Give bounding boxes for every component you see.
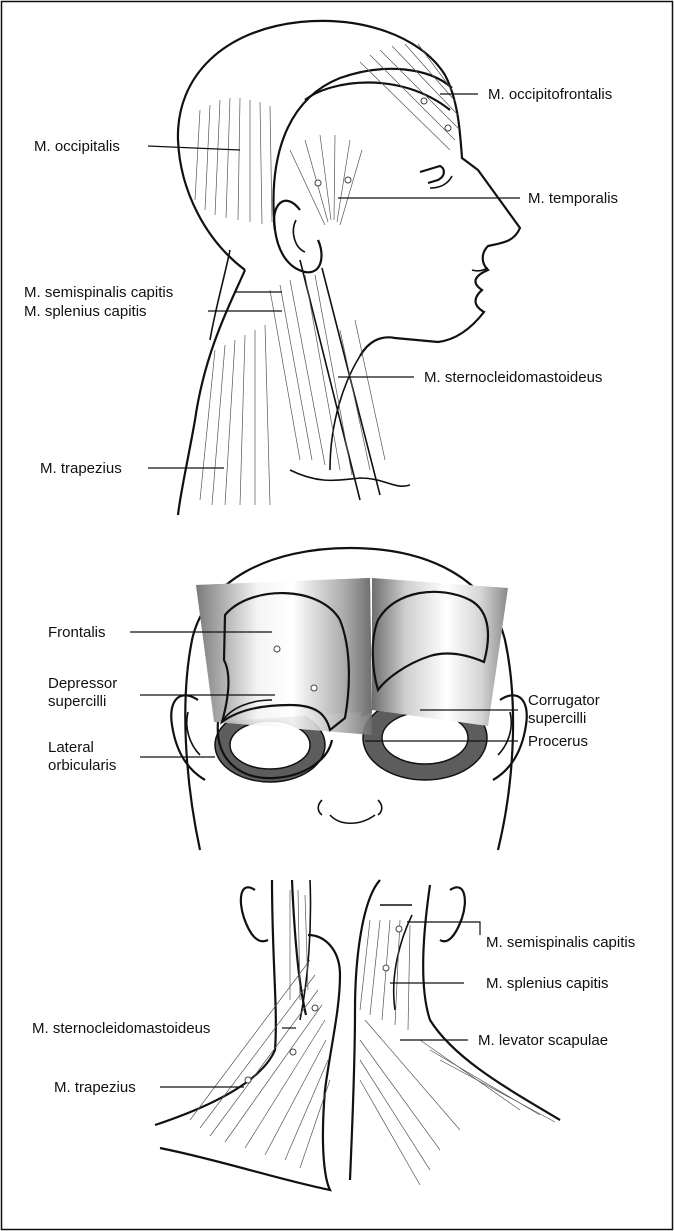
ear xyxy=(274,201,322,273)
label-semispinalis-capitis-2: M. semispinalis capitis xyxy=(486,934,635,951)
label-occipitofrontalis: M. occipitofrontalis xyxy=(488,86,612,103)
panel-lateral-head: M. occipitofrontalis M. occipitalis M. t… xyxy=(24,21,618,515)
back-left-ear xyxy=(241,887,268,941)
label-corrugator-1: Corrugator xyxy=(528,692,600,709)
panel-posterior-neck: M. semispinalis capitis M. splenius capi… xyxy=(32,880,635,1190)
label-splenius-capitis: M. splenius capitis xyxy=(24,303,147,320)
label-levator-scapulae: M. levator scapulae xyxy=(478,1032,608,1049)
label-depressor-1: Depressor xyxy=(48,675,117,692)
right-neck-outline xyxy=(350,880,380,1180)
nose xyxy=(318,800,382,823)
panel-frontal-face: Frontalis Depressor supercilli Lateral o… xyxy=(48,548,600,850)
label-semispinalis-capitis: M. semispinalis capitis xyxy=(24,284,173,301)
occipitalis-fibers xyxy=(195,98,272,224)
eye xyxy=(420,166,444,183)
label-trapezius: M. trapezius xyxy=(40,460,122,477)
left-neck-outline xyxy=(155,880,276,1125)
label-occipitalis: M. occipitalis xyxy=(34,138,120,155)
label-sternocleidomastoideus: M. sternocleidomastoideus xyxy=(424,369,602,386)
right-ear xyxy=(493,695,527,780)
label-sternocleidomastoideus-2: M. sternocleidomastoideus xyxy=(32,1020,210,1037)
left-neck-fibers xyxy=(190,890,330,1168)
occipitofrontalis-fibers xyxy=(360,44,458,150)
label-corrugator-2: supercilli xyxy=(528,710,586,727)
label-lateral-2: orbicularis xyxy=(48,757,116,774)
label-frontalis: Frontalis xyxy=(48,624,106,641)
label-lateral-1: Lateral xyxy=(48,739,94,756)
back-right-ear xyxy=(440,887,465,941)
label-procerus: Procerus xyxy=(528,733,588,750)
label-temporalis: M. temporalis xyxy=(528,190,618,207)
label-depressor-2: supercilli xyxy=(48,693,106,710)
label-trapezius-2: M. trapezius xyxy=(54,1079,136,1096)
label-splenius-capitis-2: M. splenius capitis xyxy=(486,975,609,992)
tape-strip-right xyxy=(372,578,508,726)
